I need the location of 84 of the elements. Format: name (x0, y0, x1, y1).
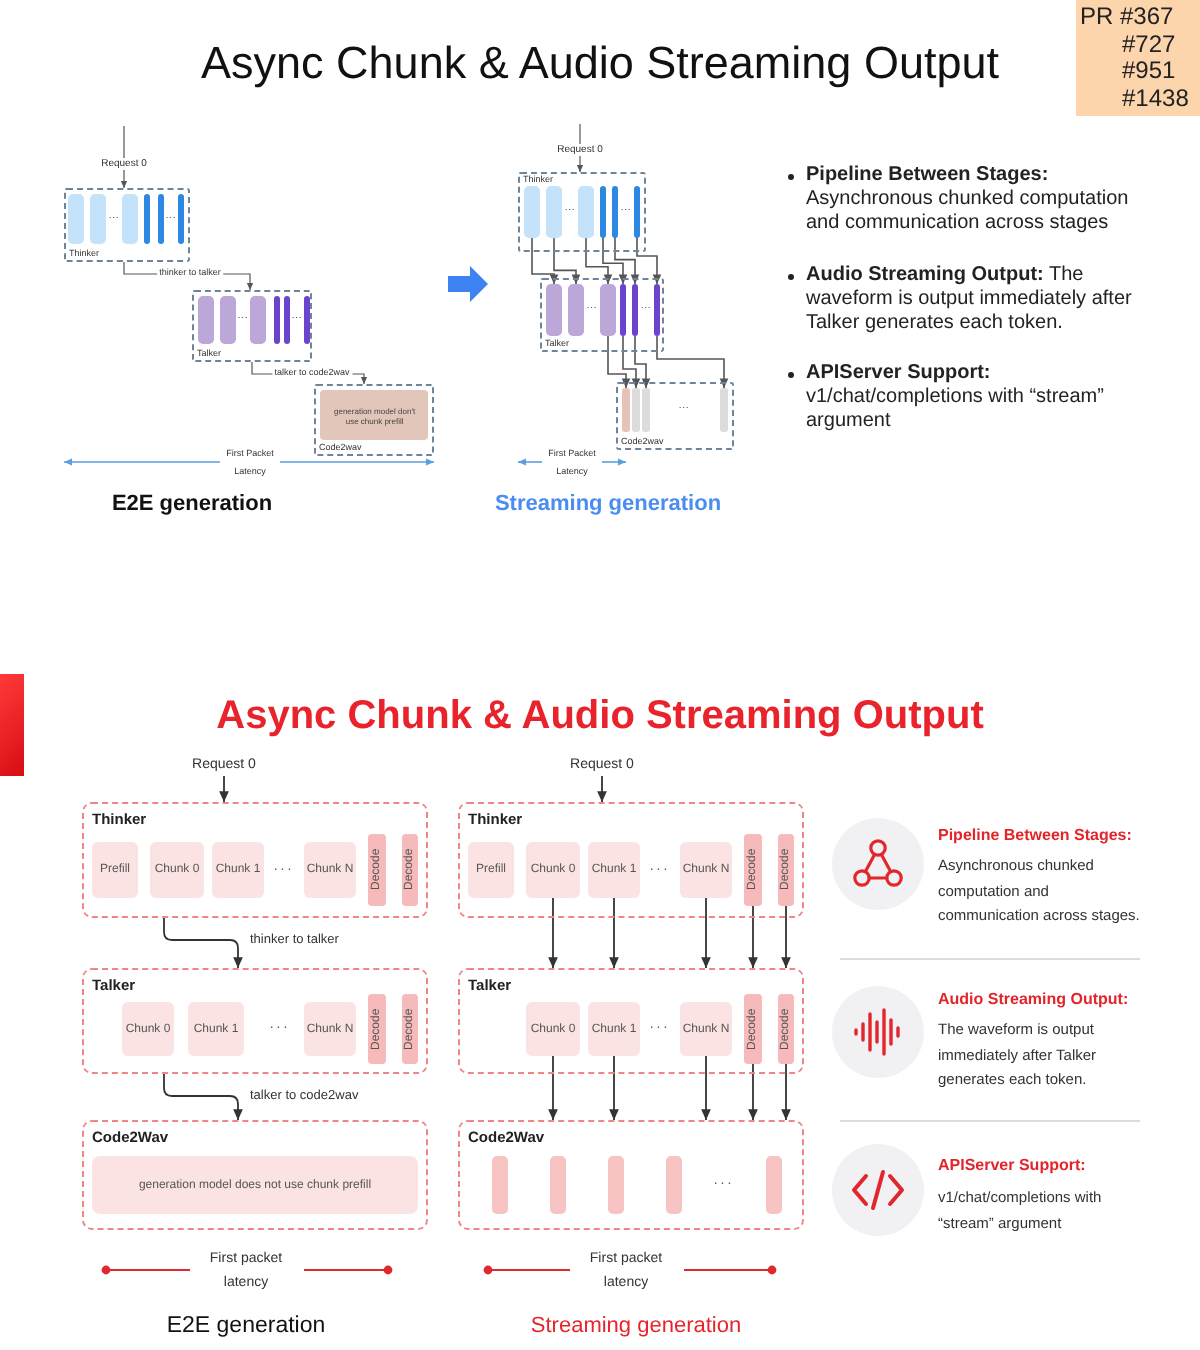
arrow (553, 236, 581, 285)
caption: Streaming generation (530, 1313, 742, 1339)
title: Async Chunk & Audio Streaming Output (201, 38, 999, 90)
chunk-bar (600, 185, 607, 238)
audio-chunk-bar (608, 1156, 624, 1214)
stage-box (82, 1120, 428, 1230)
caption: Streaming generation (494, 491, 722, 517)
arrow (576, 155, 584, 173)
arrow (585, 236, 613, 285)
chunk-bar (546, 185, 563, 238)
audio-chunk-bar (766, 1156, 782, 1214)
arrow (614, 236, 640, 285)
arrow (748, 1063, 758, 1121)
chunk-bar (720, 388, 729, 433)
stage-box (518, 172, 646, 252)
chunk-bar (654, 284, 661, 337)
stage-box (540, 278, 664, 352)
chunk-bar (620, 284, 627, 337)
connector-line (579, 123, 581, 145)
arrow (531, 236, 559, 285)
chunk-bar (634, 185, 641, 238)
arrow (748, 905, 758, 969)
stage-box (458, 802, 804, 918)
chunk-bar (198, 296, 215, 345)
chunk-bar (612, 185, 619, 238)
chunk-bar (144, 194, 151, 245)
bullet-text: Pipeline Between Stages: Asynchronous chunked computation and communication across stages (806, 164, 1131, 238)
stage-box (314, 384, 434, 456)
arrow (636, 236, 662, 285)
stage-box (192, 290, 312, 362)
stage-box (64, 188, 190, 262)
caption: E2E generation (111, 491, 273, 517)
arrow (607, 335, 631, 389)
arrow (548, 897, 558, 969)
connector-line (123, 125, 125, 159)
chunk-bar (122, 194, 139, 245)
stage-box (458, 968, 804, 1074)
feature-heading: Audio Streaming Output: (938, 990, 1129, 1009)
arrow (120, 169, 128, 189)
bullet-text: APIServer Support: v1/chat/completions with “stream” argument (806, 362, 1106, 436)
arrow (219, 775, 229, 803)
chunk-bar (568, 284, 585, 337)
chunk-bar (304, 296, 311, 345)
chunk-bar (274, 296, 281, 345)
chunk-bar (632, 388, 641, 433)
chunk-bar (600, 284, 617, 337)
arrow (781, 905, 791, 969)
arrow (609, 1055, 619, 1121)
arrow (634, 335, 651, 389)
audio-chunk-bar (550, 1156, 566, 1214)
stage-box (616, 382, 734, 450)
chunk-bar (284, 296, 291, 345)
arrow (656, 335, 729, 389)
chunk-bar (250, 296, 267, 345)
chunk-bar (524, 185, 541, 238)
pr-note: PR #367 #727 #951 #1438 (1076, 0, 1200, 116)
chunk-bar (622, 388, 631, 433)
chunk-bar (178, 194, 185, 245)
arrow (701, 1055, 711, 1121)
chunk-bar (632, 284, 639, 337)
chunk-bar (90, 194, 107, 245)
stage-box (82, 802, 428, 918)
arrow (781, 1063, 791, 1121)
chunk-bar (220, 296, 237, 345)
stage-box (458, 1120, 804, 1230)
bullet-text: Audio Streaming Output: The waveform is output immediately after Talker generates each token. (806, 264, 1134, 338)
audio-chunk-bar (492, 1156, 508, 1214)
chunk-bar (578, 185, 595, 238)
arrow (548, 1055, 558, 1121)
caption: E2E generation (166, 1313, 326, 1340)
audio-chunk-bar (666, 1156, 682, 1214)
chunk-bar (68, 194, 85, 245)
arrow (609, 897, 619, 969)
arrow (597, 775, 607, 803)
chunk-bar (642, 388, 651, 433)
chunk-bar (158, 194, 165, 245)
arrow (622, 335, 641, 389)
arrow (602, 236, 628, 285)
arrow (701, 897, 711, 969)
feature-heading: APIServer Support: (938, 1156, 1086, 1175)
heading: Async Chunk & Audio Streaming Output (216, 694, 984, 740)
chunk-bar (546, 284, 563, 337)
feature-heading: Pipeline Between Stages: (938, 826, 1132, 845)
stage-box (82, 968, 428, 1074)
